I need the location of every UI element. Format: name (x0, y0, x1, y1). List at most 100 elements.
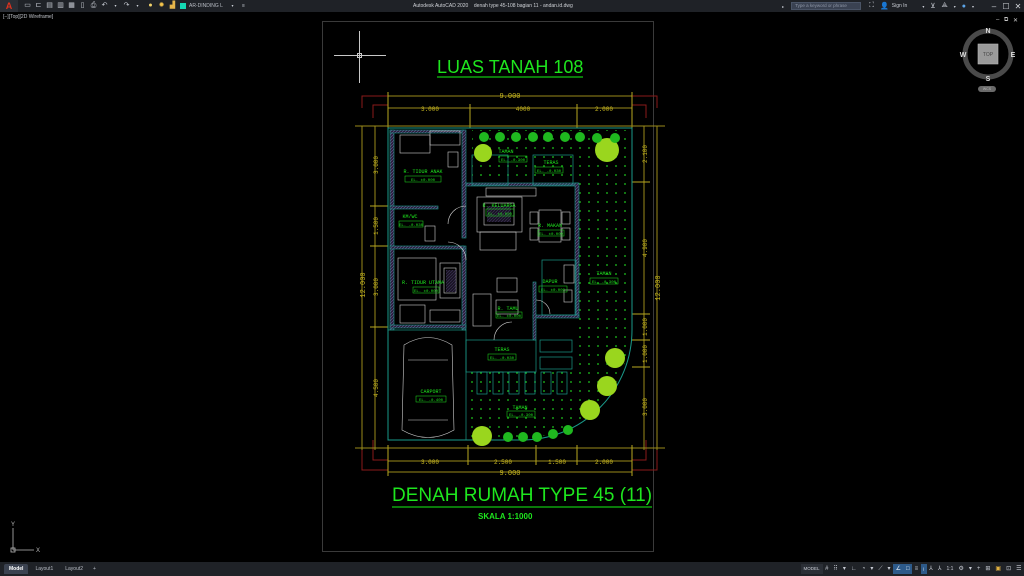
dim-top-2: 4000 (516, 106, 531, 113)
room-level-makan: EL. ±0.000 (539, 233, 564, 237)
close-button[interactable]: ✕ (1014, 1, 1022, 11)
lock-icon[interactable]: ▟ (169, 2, 176, 9)
dim-left-3: 3.000 (373, 278, 380, 296)
status-bar: MODEL # ⠿ ▾ ∟ ◔ ▾ ⟋ ▾ ∠ □ ≡ ⱼ ⅄ ⅄ 1:1 ⚙ … (800, 562, 1024, 576)
sun-icon[interactable]: ✹ (158, 2, 165, 9)
binoculars-icon[interactable]: ⛶ (869, 2, 875, 9)
isodraft-icon[interactable]: ⟋ (878, 566, 883, 572)
floor-plan-drawing[interactable]: 9.000 3.000 4000 2.000 12.000 3.000 1.50… (340, 85, 670, 480)
app-dropdown-icon[interactable]: ▾ (953, 3, 956, 9)
viewport-close-icon[interactable]: ✕ (1013, 18, 1019, 24)
compass-west[interactable]: W (960, 52, 967, 59)
viewcube-top-label: TOP (983, 52, 994, 58)
lineweight-icon[interactable]: ≡ (914, 566, 919, 572)
save-web-icon[interactable]: ▯ (80, 2, 85, 9)
add-layout-button[interactable]: + (93, 566, 96, 572)
sign-in-button[interactable]: Sign In (891, 3, 908, 9)
viewport-restore-icon[interactable]: ⧉ (1004, 17, 1009, 23)
room-level-tidur-anak: EL. ±0.000 (411, 179, 436, 183)
room-level-carport: EL. -0.400 (419, 399, 444, 403)
dim-top-total: 9.000 (499, 93, 520, 101)
annotation-visibility-icon[interactable]: ⱼ (920, 564, 927, 574)
crosshair-pickbox (357, 53, 362, 58)
polar-icon[interactable]: ◔ (861, 566, 866, 572)
save-icon[interactable]: ▤ (46, 2, 53, 9)
help-dropdown-icon[interactable]: ▾ (971, 3, 974, 9)
compass-east[interactable]: E (1011, 52, 1016, 59)
search-expand-icon[interactable]: ▸ (782, 3, 785, 9)
viewcube[interactable]: TOP N S E W (958, 24, 1018, 84)
current-layer-dropdown[interactable]: AR-DINDING L (189, 3, 223, 9)
tab-layout2[interactable]: Layout2 (65, 566, 84, 572)
redo-dropdown-icon[interactable]: ▾ (136, 3, 139, 8)
undo-dropdown-icon[interactable]: ▾ (114, 3, 117, 8)
room-level-dapur: EL. ±0.000 (541, 289, 566, 293)
tab-layout1[interactable]: Layout1 (35, 566, 54, 572)
room-label-taman-3: TAMAN (512, 405, 527, 411)
units-icon[interactable]: ⊞ (985, 566, 991, 572)
auto-scale-icon[interactable]: ⅄ (929, 566, 933, 572)
dim-left-2: 1.500 (373, 217, 380, 235)
save-as-icon[interactable]: ▥ (57, 2, 64, 9)
snap-dropdown-icon[interactable]: ▾ (842, 566, 846, 572)
open-web-icon[interactable]: ▦ (68, 2, 75, 9)
drawing-title-denah[interactable]: DENAH RUMAH TYPE 45 (11) (392, 485, 653, 508)
app-title: Autodesk AutoCAD 2020 (413, 3, 469, 9)
open-icon[interactable]: ⊏ (35, 2, 42, 9)
autocad-logo-icon[interactable]: A (0, 0, 18, 12)
search-input[interactable]: Type a keyword or phrase (791, 2, 862, 10)
viewcube-top-face[interactable] (977, 43, 999, 65)
tab-model[interactable]: Model (4, 564, 29, 574)
customize-qat-icon[interactable]: ≡ (242, 3, 245, 9)
room-level-keluarga: EL. ±0.000 (488, 213, 513, 217)
undo-icon[interactable]: ↶ (101, 2, 108, 9)
gear-icon[interactable]: ⚙ (958, 566, 964, 572)
autodesk-app-icon[interactable]: ⟁ (941, 2, 948, 9)
drawing-title-luas-tanah[interactable]: LUAS TANAH 108 (437, 57, 584, 78)
room-label-carport: CARPORT (420, 389, 441, 395)
room-label-kmwc: KM/WC (402, 214, 417, 220)
dim-right-3: 1.000 (642, 318, 649, 336)
drawing-scale-label[interactable]: SKALA 1:1000 (478, 512, 533, 521)
annotation-scale-value[interactable]: 1:1 (946, 566, 954, 572)
minimize-button[interactable]: – (991, 1, 997, 11)
viewport-minimize-icon[interactable]: – (996, 17, 1000, 23)
grid-icon[interactable]: # (825, 566, 829, 572)
window-title: Autodesk AutoCAD 2020 denah type 45-108 … (413, 0, 573, 12)
compass-south[interactable]: S (986, 76, 991, 83)
new-icon[interactable]: ▭ (24, 2, 31, 9)
ortho-icon[interactable]: ∟ (850, 566, 857, 572)
user-icon[interactable]: 👤 (880, 3, 889, 10)
dim-bottom-2: 2.500 (494, 459, 512, 466)
dim-left-1: 3.000 (373, 156, 380, 174)
signin-dropdown-icon[interactable]: ▾ (922, 3, 925, 9)
cart-icon[interactable]: ⊻ (930, 3, 936, 10)
dim-right-total: 12.000 (655, 275, 663, 300)
model-space-button[interactable]: MODEL (800, 564, 823, 574)
customize-menu-icon[interactable]: ☰ (1016, 566, 1022, 572)
plus-icon[interactable]: + (976, 566, 981, 572)
snap-icon[interactable]: ⠿ (833, 566, 838, 572)
polar-dropdown-icon[interactable]: ▾ (870, 566, 874, 572)
clean-screen-icon[interactable]: ⊡ (1006, 566, 1012, 572)
dim-bottom-total: 9.000 (499, 470, 520, 478)
layer-dropdown-icon[interactable]: ▾ (231, 3, 234, 8)
isodraft-dropdown-icon[interactable]: ▾ (887, 566, 891, 572)
quick-properties-icon[interactable]: ▣ (995, 566, 1002, 572)
lightbulb-icon[interactable]: ● (148, 2, 153, 9)
compass-north[interactable]: N (985, 28, 990, 35)
plot-icon[interactable]: ⎙ (90, 2, 97, 9)
room-level-teras-1: EL. -0.030 (537, 170, 562, 174)
annotation-scale-icon[interactable]: ⅄ (937, 566, 942, 572)
wcs-menu-button[interactable]: WCS (978, 86, 996, 92)
workspace-dropdown-icon[interactable]: ▾ (968, 566, 972, 572)
help-icon[interactable]: ● (961, 2, 966, 10)
object-snap-tracking-icon[interactable]: ∠ (893, 564, 904, 574)
layout-tab-bar: Model Layout1 Layout2 + (0, 562, 1024, 576)
ucs-y-label: Y (11, 522, 15, 528)
object-snap-icon[interactable]: □ (903, 564, 913, 574)
maximize-button[interactable]: ☐ (1002, 1, 1010, 11)
redo-icon[interactable]: ↷ (123, 2, 130, 9)
viewport-controls-label[interactable]: [−][Top][2D Wireframe] (3, 14, 54, 20)
room-label-taman-1: TAMAN (498, 149, 513, 155)
